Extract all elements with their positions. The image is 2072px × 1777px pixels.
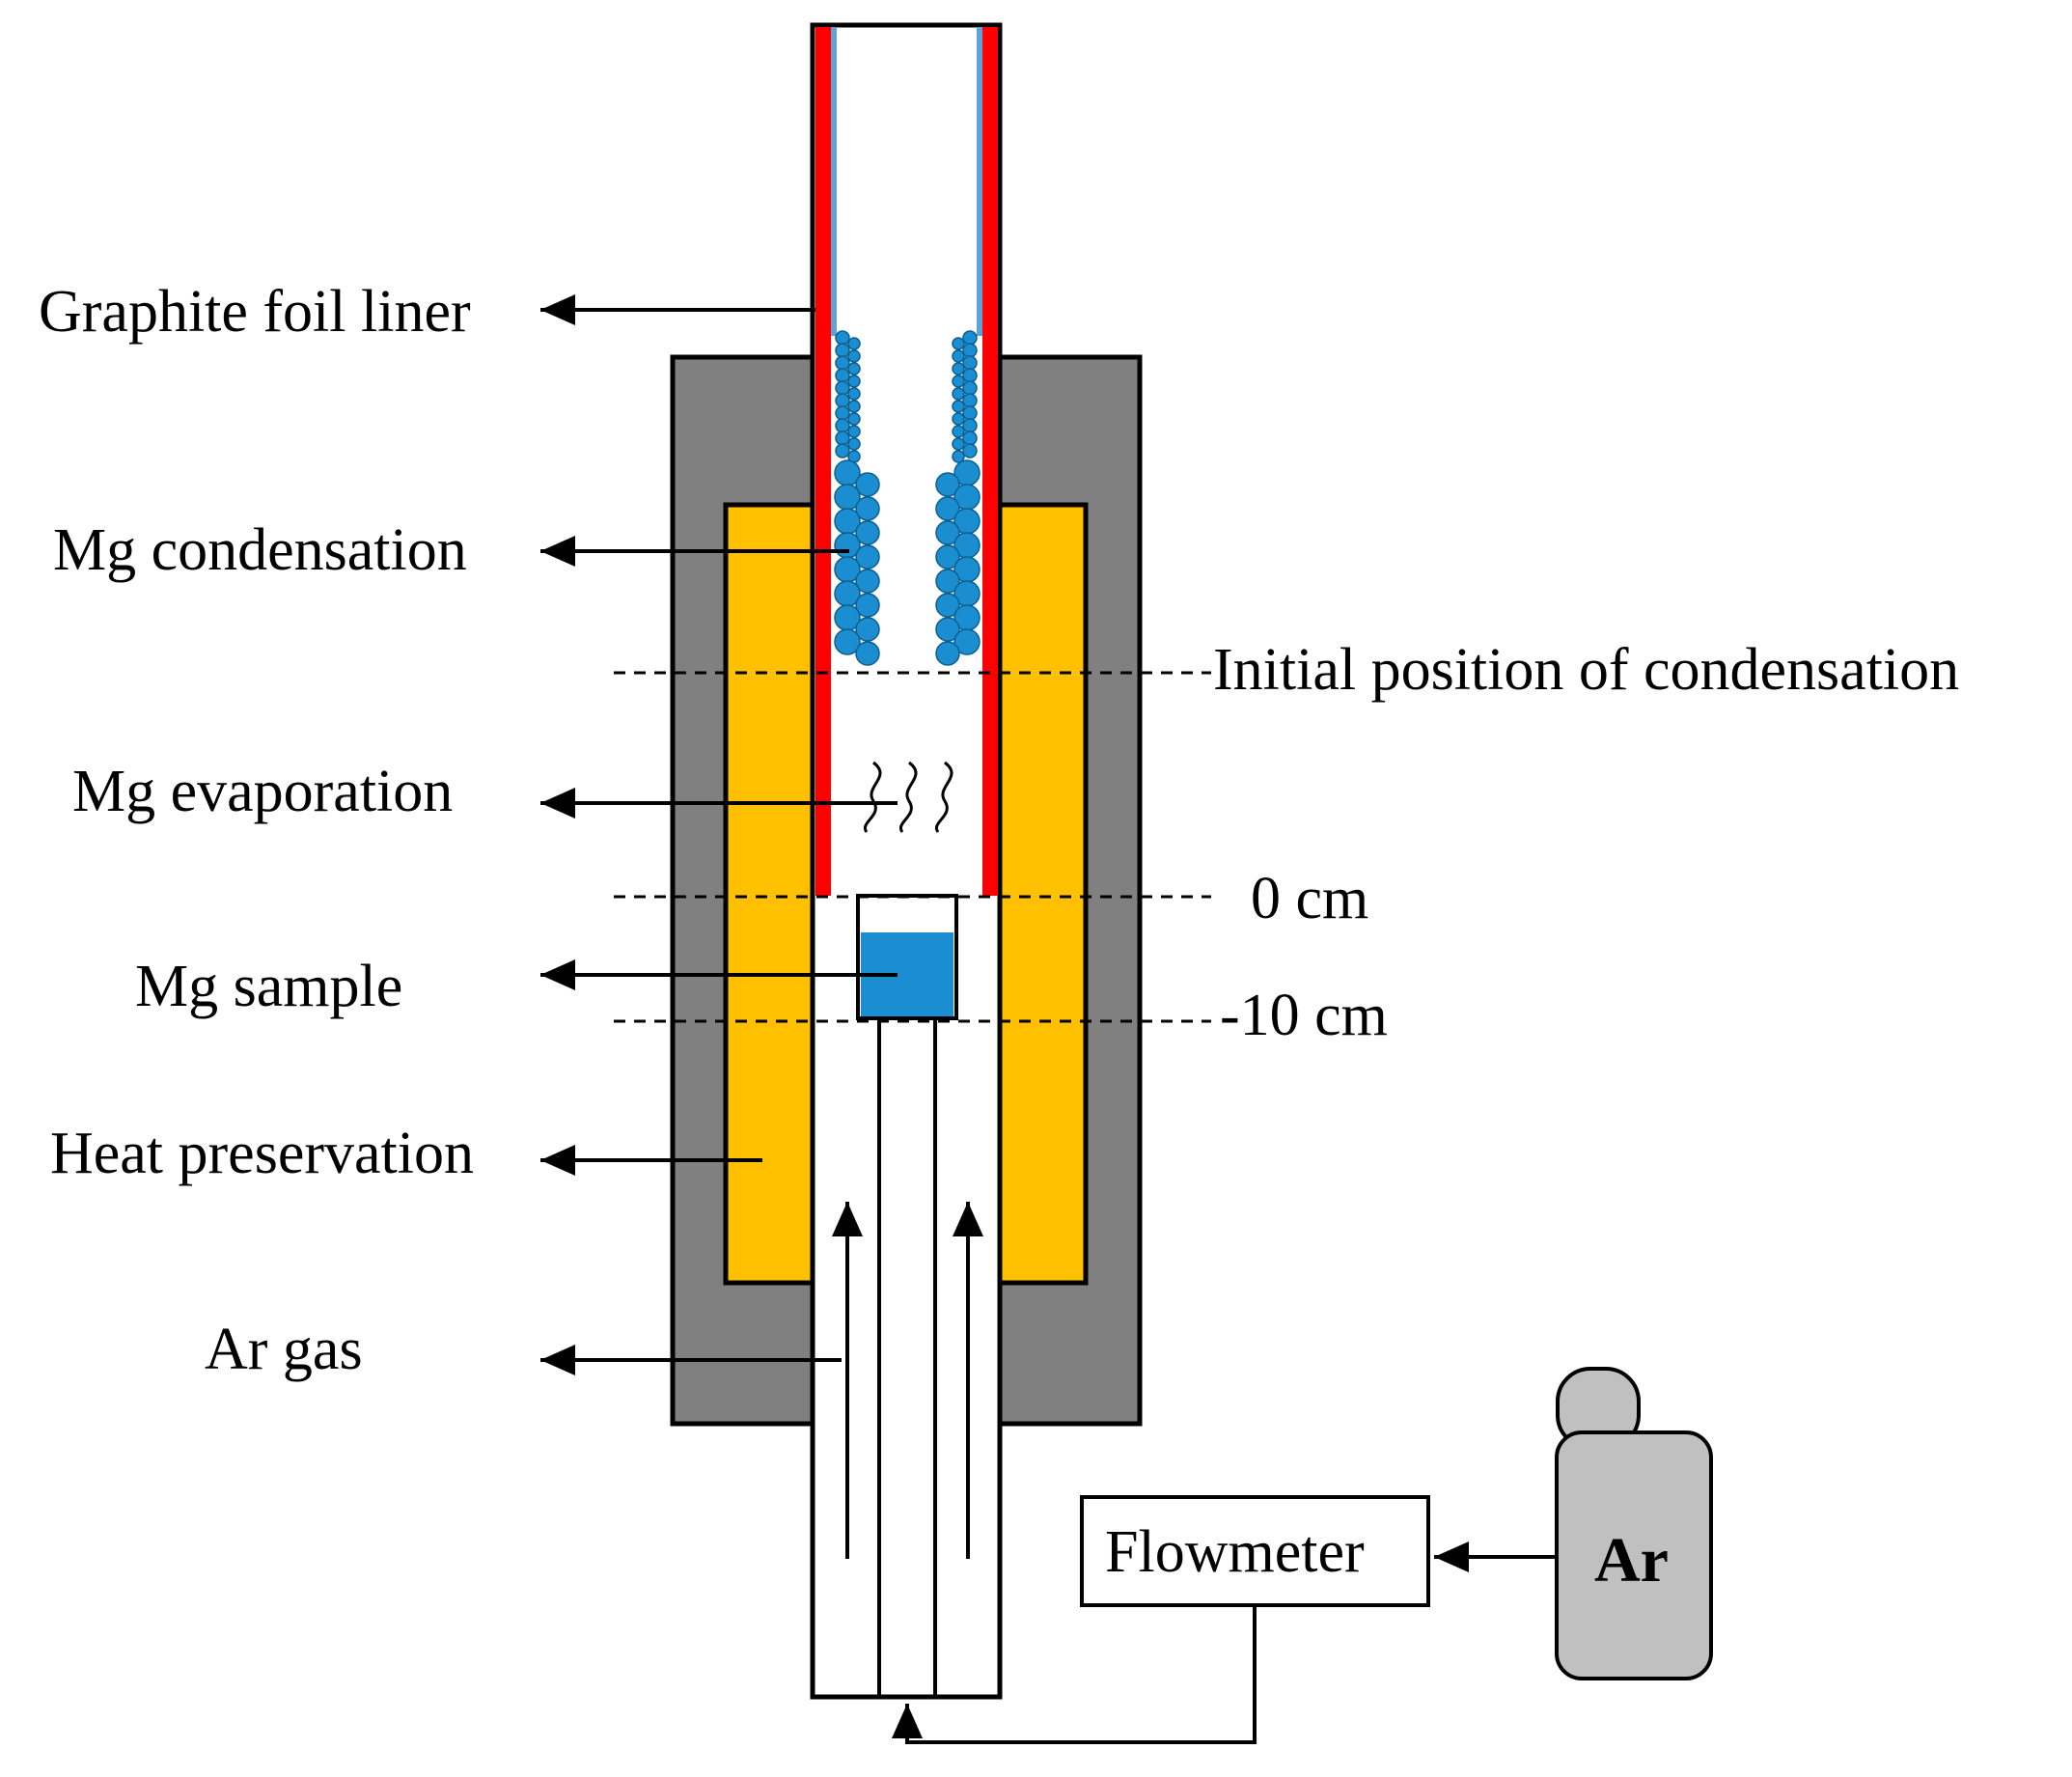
mg-droplet — [847, 337, 861, 350]
mg-droplet — [935, 496, 960, 521]
mg-droplet — [962, 430, 978, 446]
label-minus-ten-cm: -10 cm — [1220, 983, 1388, 1048]
label-ar-cylinder: Ar — [1594, 1525, 1669, 1596]
mg-droplet — [935, 472, 960, 497]
mg-droplet — [835, 368, 850, 383]
label-flowmeter: Flowmeter — [1105, 1519, 1365, 1585]
mg-droplet — [855, 641, 880, 666]
mg-droplet — [952, 349, 965, 363]
mg-droplet — [835, 418, 850, 433]
mg-droplet — [835, 343, 850, 358]
flowmeter-box — [1080, 1495, 1430, 1607]
mg-droplet — [847, 362, 861, 375]
graphite-liner-right — [982, 27, 998, 896]
mg-droplet — [835, 405, 850, 421]
inner-lining-right — [977, 27, 982, 336]
label-graphite-foil-liner: Graphite foil liner — [39, 279, 471, 345]
mg-droplet — [962, 380, 978, 396]
mg-droplet — [835, 443, 850, 458]
mg-droplet — [834, 628, 861, 655]
mg-droplet — [952, 400, 965, 413]
mg-droplet — [835, 330, 850, 346]
mg-droplet — [962, 405, 978, 421]
mg-droplet — [835, 393, 850, 408]
mg-droplet — [835, 355, 850, 371]
mg-droplet — [847, 425, 861, 438]
mg-droplet — [855, 544, 880, 569]
mg-droplet — [962, 368, 978, 383]
label-zero-cm: 0 cm — [1251, 866, 1368, 931]
mg-droplet — [935, 617, 960, 642]
mg-droplet — [855, 520, 880, 545]
mg-droplet — [952, 337, 965, 350]
mg-droplet — [935, 520, 960, 545]
mg-droplet — [847, 437, 861, 451]
mg-droplet — [847, 412, 861, 426]
label-mg-evaporation: Mg evaporation — [72, 759, 453, 824]
label-ar-gas: Ar gas — [205, 1317, 363, 1382]
mg-droplet — [962, 393, 978, 408]
mg-droplet — [962, 443, 978, 458]
mg-droplet — [952, 450, 965, 463]
mg-droplet — [855, 569, 880, 594]
flowmeter-to-tube-line — [892, 1605, 1257, 1744]
mg-droplet — [962, 343, 978, 358]
mg-droplet — [855, 496, 880, 521]
mg-droplet — [952, 412, 965, 426]
label-initial-position: Initial position of condensation — [1213, 637, 1959, 703]
mg-droplet — [835, 380, 850, 396]
mg-droplet — [952, 437, 965, 451]
mg-droplet — [962, 355, 978, 371]
label-mg-condensation: Mg condensation — [53, 517, 467, 583]
mg-evaporation-waves — [863, 761, 953, 833]
label-heat-preservation: Heat preservation — [50, 1121, 474, 1186]
label-mg-sample: Mg sample — [135, 954, 402, 1019]
mg-droplet — [847, 349, 861, 363]
mg-droplet — [935, 544, 960, 569]
mg-droplet — [935, 593, 960, 618]
mg-droplet — [847, 387, 861, 401]
mg-condensation-droplets-right — [935, 330, 981, 666]
mg-droplet — [952, 375, 965, 388]
mg-droplet — [952, 425, 965, 438]
inner-lining-left — [831, 27, 837, 336]
mg-droplet — [962, 330, 978, 346]
graphite-liner-left — [815, 27, 831, 896]
mg-droplet — [962, 418, 978, 433]
mg-droplet — [935, 569, 960, 594]
mg-droplet — [855, 472, 880, 497]
mg-droplet — [847, 375, 861, 388]
mg-droplet — [935, 641, 960, 666]
mg-droplet — [952, 387, 965, 401]
furnace-tube — [810, 22, 1003, 1700]
mg-droplet — [953, 628, 981, 655]
mg-droplet — [835, 430, 850, 446]
mg-droplet — [855, 593, 880, 618]
mg-condensation-droplets-left — [834, 330, 880, 666]
mg-droplet — [855, 617, 880, 642]
mg-droplet — [952, 362, 965, 375]
mg-droplet — [847, 400, 861, 413]
